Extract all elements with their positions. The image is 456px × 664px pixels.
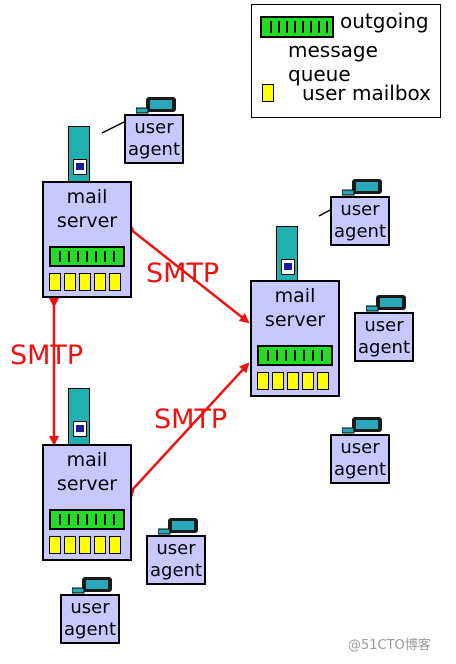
smtp-label: SMTP bbox=[146, 258, 220, 289]
mail-server-3: mail server bbox=[42, 444, 132, 561]
legend: outgoing message queue user mailbox bbox=[251, 4, 441, 118]
user-mailboxes bbox=[49, 536, 121, 554]
user-agent-label-line2: agent bbox=[64, 619, 116, 640]
server-label-line1: mail bbox=[66, 449, 108, 471]
computer-icon bbox=[136, 97, 176, 114]
computer-icon bbox=[342, 179, 382, 196]
user-agent-label-line1: user bbox=[134, 117, 174, 138]
user-agent-label-line2: agent bbox=[334, 221, 386, 242]
legend-mailbox-label: user mailbox bbox=[302, 81, 431, 105]
user-agent-label-line1: user bbox=[156, 538, 196, 559]
legend-queue-label-1: outgoing bbox=[340, 9, 429, 33]
watermark: @51CTO博客 bbox=[348, 638, 431, 653]
computer-icon bbox=[72, 577, 112, 594]
mail-server-1: mail server bbox=[42, 181, 132, 298]
server-tower-icon bbox=[68, 126, 90, 184]
server-label-line2: server bbox=[56, 210, 118, 232]
computer-icon bbox=[342, 417, 382, 434]
user-agent-label-line2: agent bbox=[334, 459, 386, 480]
outgoing-queue bbox=[49, 246, 125, 267]
computer-icon bbox=[366, 295, 406, 312]
user-agent-label-line1: user bbox=[340, 437, 380, 458]
user-mailboxes bbox=[257, 372, 329, 390]
user-mailboxes bbox=[49, 273, 121, 291]
user-agent-label-line1: user bbox=[364, 315, 404, 336]
server-label-line2: server bbox=[56, 473, 118, 495]
server-label-line1: mail bbox=[66, 186, 108, 208]
user-agent-label-line2: agent bbox=[358, 337, 410, 358]
legend-queue-label-2: message queue bbox=[288, 38, 378, 86]
user-agent-label-line1: user bbox=[70, 597, 110, 618]
legend-queue-icon bbox=[260, 16, 334, 38]
outgoing-queue bbox=[257, 345, 333, 366]
arrow-server1-server2 bbox=[124, 223, 250, 324]
server-label-line2: server bbox=[264, 309, 326, 331]
server-tower-icon bbox=[68, 388, 90, 446]
smtp-label: SMTP bbox=[154, 404, 228, 435]
user-agent-label-line1: user bbox=[340, 199, 380, 220]
user-agent-label-line2: agent bbox=[128, 139, 180, 160]
legend-mailbox-icon bbox=[262, 84, 274, 102]
outgoing-queue bbox=[49, 509, 125, 530]
server-label-line1: mail bbox=[274, 285, 316, 307]
smtp-label: SMTP bbox=[10, 340, 84, 371]
arrow-server3-server2 bbox=[124, 362, 250, 498]
user-agent-label-line2: agent bbox=[150, 560, 202, 581]
server-tower-icon bbox=[276, 226, 298, 284]
mail-server-2: mail server bbox=[250, 280, 340, 397]
computer-icon bbox=[158, 518, 198, 535]
